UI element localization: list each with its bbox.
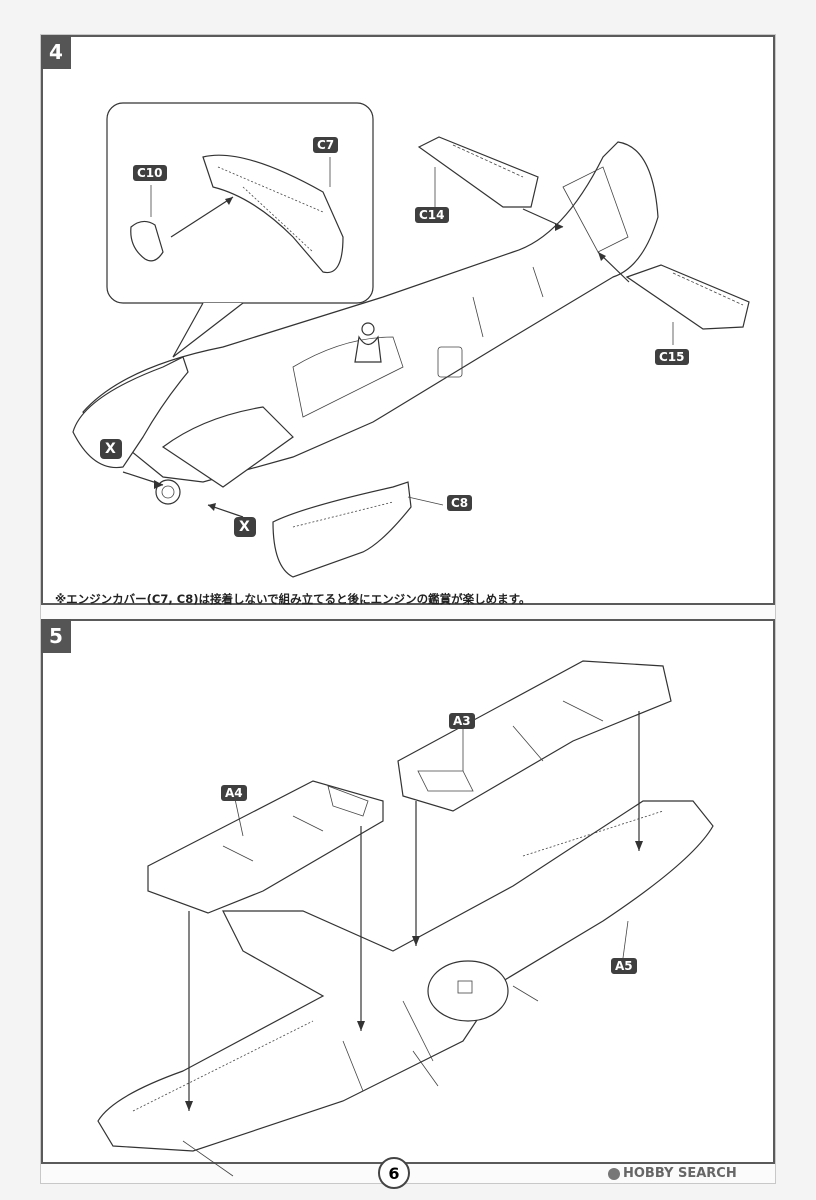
part-label-c7: C7 [313,137,339,153]
part-label-a3: A3 [449,713,475,729]
engine-cover-c8-drawing [272,481,412,578]
page-number: 6 [378,1157,410,1189]
instruction-page: 4 [40,34,776,1184]
part-label-c14: C14 [415,207,449,223]
fuselage-drawing [82,141,659,505]
part-label-c15: C15 [655,349,689,365]
step-number-4: 4 [41,35,71,69]
c10-arrow [170,196,234,238]
stabilizer-c15-drawing [625,264,750,330]
step-number-5: 5 [41,619,71,653]
no-glue-symbol-1 [100,439,122,459]
hobby-search-watermark: HOBBY SEARCH [608,1166,737,1181]
part-label-c8: C8 [447,495,473,511]
part-label-c10: C10 [133,165,167,181]
part-label-a4: A4 [221,785,247,801]
step-5-diagram [97,660,714,1177]
callout-pointer [172,302,244,358]
step-4-diagram [72,102,750,578]
wing-upper-right-a3-drawing [397,660,672,812]
wing-upper-left-a4-drawing [147,780,384,914]
part-label-a5: A5 [611,958,637,974]
no-glue-symbol-2 [234,517,256,537]
part-c10-drawing [130,220,164,262]
step-4-panel: 4 [41,35,775,606]
no-glue-symbol-1-label: X [105,441,116,457]
no-glue-symbol-2-label: X [239,519,250,535]
step-5-panel: 5 [41,619,775,1177]
engine-cover-note: ※エンジンカバー(C7, C8)は接着しないで組み立てると後にエンジンの鑑賞が楽… [55,592,531,606]
detail-callout-box [106,102,374,304]
stabilizer-c14-drawing [417,136,539,208]
wing-lower-a5-drawing [97,800,714,1177]
watermark-text: HOBBY SEARCH [623,1166,737,1181]
watermark-logo-icon [608,1167,620,1180]
engine-cover-c7-drawing [202,154,344,274]
